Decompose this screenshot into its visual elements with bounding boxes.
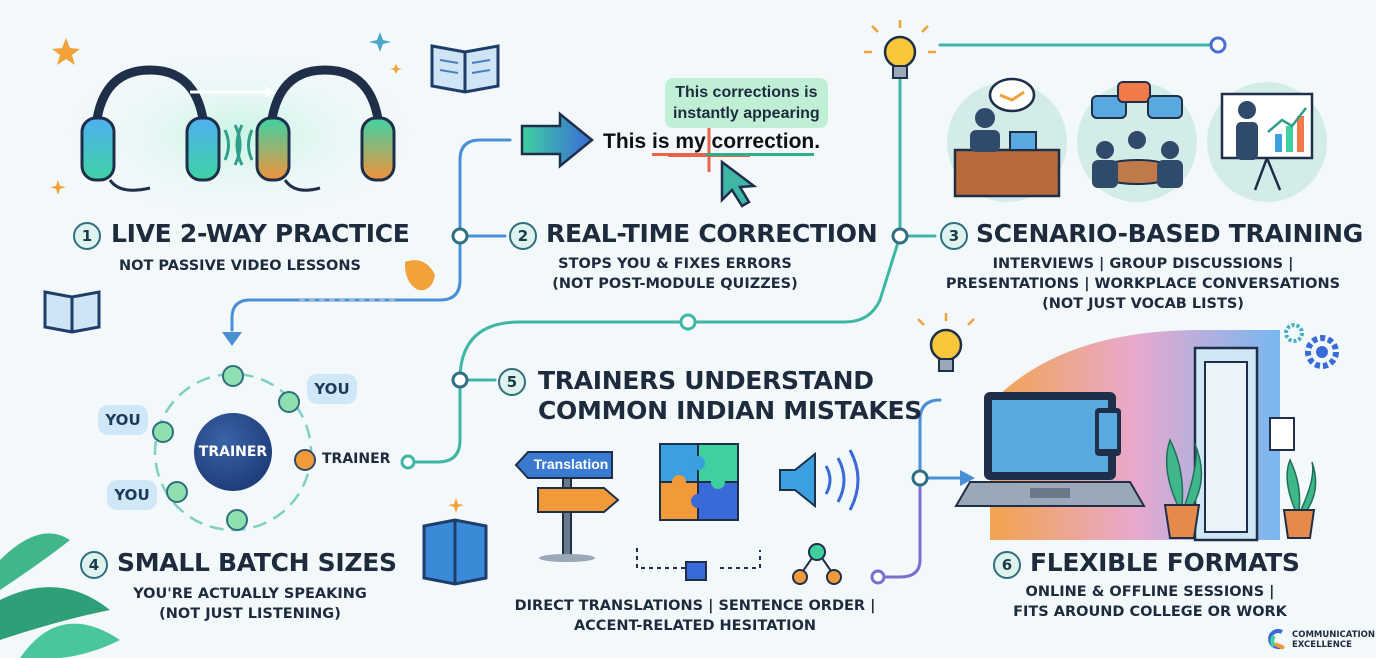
brand-logo: COMMUNICATION EXCELLENCE: [1292, 630, 1375, 650]
subtitle-line: ACCENT-RELATED HESITATION: [573, 618, 817, 634]
signpost-icon: [514, 451, 620, 562]
subtitle-line: (NOT JUST LISTENING): [159, 606, 341, 622]
section-2-subtitle: STOPS YOU & FIXES ERRORS (NOT POST-MODUL…: [510, 254, 840, 294]
signpost-label: Translation: [533, 456, 609, 472]
puzzle-icon: [659, 443, 739, 521]
correction-sentence: This is my correction.: [603, 130, 821, 156]
sentence-word: This: [603, 130, 653, 153]
chat-icon: [1077, 81, 1197, 202]
sentence-period: .: [814, 130, 821, 153]
section-4-title: SMALL BATCH SIZES: [117, 548, 397, 577]
you-bubble: YOU: [107, 480, 157, 510]
trainer-side-label: TRAINER: [322, 451, 391, 467]
section-3-title: SCENARIO-BASED TRAINING: [976, 219, 1364, 248]
section-2-title: REAL-TIME CORRECTION: [546, 219, 878, 248]
subtitle-line: PRESENTATIONS | WORKPLACE CONVERSATIONS: [945, 276, 1341, 292]
subtitle-line: FITS AROUND COLLEGE OR WORK: [1013, 604, 1287, 620]
path-nodes: [222, 36, 1227, 585]
section-5-title: TRAINERS UNDERSTAND COMMON INDIAN MISTAK…: [538, 366, 922, 426]
section-6-title: FLEXIBLE FORMATS: [1030, 548, 1300, 577]
star-icon: [50, 32, 464, 513]
callout-line: instantly appearing: [673, 105, 820, 122]
handshake-icon: [947, 77, 1067, 202]
you-bubble: YOU: [307, 374, 357, 404]
section-5-subtitle: DIRECT TRANSLATIONS | SENTENCE ORDER | A…: [500, 596, 890, 636]
section-4-subtitle: YOU'RE ACTUALLY SPEAKING (NOT JUST LISTE…: [100, 584, 400, 624]
correction-callout: This corrections is instantly appearing: [665, 78, 828, 128]
you-bubble: YOU: [98, 405, 148, 435]
section-3-subtitle: INTERVIEWS | GROUP DISCUSSIONS | PRESENT…: [930, 254, 1356, 314]
cursor-icon: [668, 89, 758, 208]
subtitle-line: DIRECT TRANSLATIONS | SENTENCE ORDER |: [514, 598, 876, 614]
phone-icon: [1095, 408, 1121, 456]
sentence-correction: correction: [705, 130, 815, 156]
section-4-number: 4: [80, 551, 108, 579]
title-line: COMMON INDIAN MISTAKES: [538, 396, 922, 425]
section-6-number: 6: [993, 551, 1021, 579]
lightbulb-icon: [864, 20, 975, 372]
section-3-number: 3: [940, 222, 968, 250]
section-1-number: 1: [73, 222, 101, 250]
gear-icon: [1284, 323, 1339, 369]
section-1-title: LIVE 2-WAY PRACTICE: [111, 219, 410, 248]
title-line: TRAINERS UNDERSTAND: [538, 366, 874, 395]
section-5-number: 5: [498, 368, 526, 396]
sentence-error: is my: [652, 130, 706, 156]
trainer-center-label: TRAINER: [194, 413, 272, 491]
batch-ring: [152, 365, 316, 532]
subtitle-line: YOU'RE ACTUALLY SPEAKING: [133, 586, 367, 602]
subtitle-line: ONLINE & OFFLINE SESSIONS |: [1025, 584, 1275, 600]
headphones-icon: [50, 45, 430, 225]
book-icon: [43, 44, 500, 586]
subtitle-line: (NOT POST-MODULE QUIZZES): [552, 276, 798, 292]
laptop-icon: [954, 392, 1146, 507]
logo-line: EXCELLENCE: [1292, 640, 1352, 650]
subtitle-line: INTERVIEWS | GROUP DISCUSSIONS |: [992, 256, 1294, 272]
plant-icon: [1163, 438, 1317, 539]
leaf-icon: [0, 533, 120, 658]
section-1-subtitle: NOT PASSIVE VIDEO LESSONS: [119, 258, 361, 274]
section-6-subtitle: ONLINE & OFFLINE SESSIONS | FITS AROUND …: [1000, 582, 1300, 622]
arrow-icon: [520, 111, 594, 169]
callout-line: This corrections is: [675, 84, 818, 101]
logo-icon: [1268, 629, 1285, 650]
logo-line: COMMUNICATION: [1292, 630, 1376, 640]
sparkle-icon: [404, 260, 435, 291]
subtitle-line: STOPS YOU & FIXES ERRORS: [558, 256, 792, 272]
subtitle-line: (NOT JUST VOCAB LISTS): [1042, 296, 1244, 312]
tree-diagram-icon: [636, 543, 842, 585]
section-2-number: 2: [509, 222, 537, 250]
speaker-icon: [779, 449, 860, 511]
presentation-icon: [1207, 82, 1327, 202]
